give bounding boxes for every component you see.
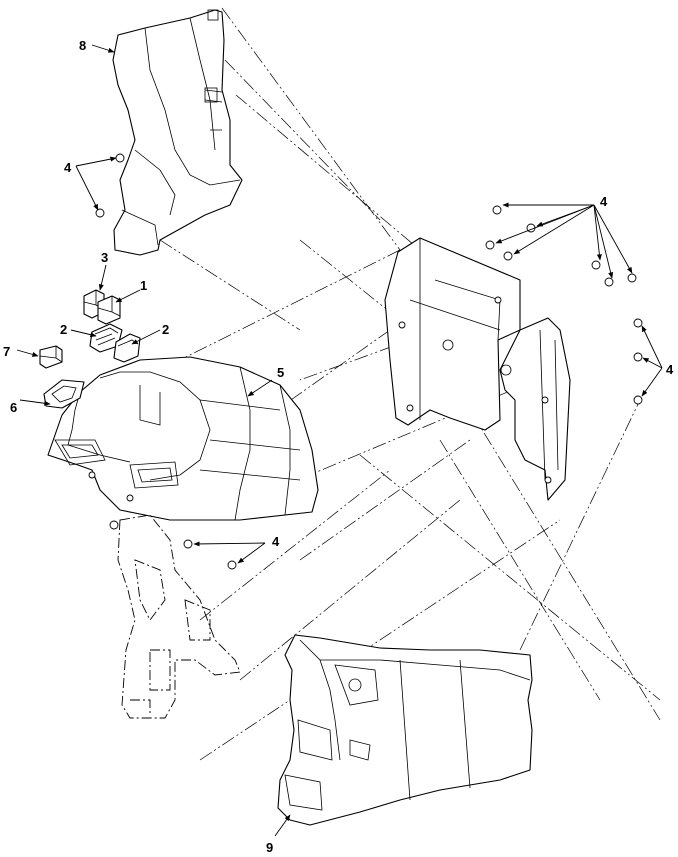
- callout-2-left: 2: [60, 322, 67, 337]
- mounting-plate: [384, 237, 571, 501]
- part-5-dash-console: [47, 356, 319, 521]
- leader-lines: [16, 44, 663, 837]
- callout-4-upper-right: 4: [600, 194, 608, 209]
- callout-2-right: 2: [162, 322, 169, 337]
- callout-labels: 8 4 4 3 1 2 2 7 4 5 6 4 9: [3, 38, 674, 855]
- callout-8: 8: [79, 38, 86, 53]
- callout-9: 9: [266, 840, 273, 855]
- part-9-lower-cover: [277, 634, 533, 826]
- callout-4-lower: 4: [272, 534, 280, 549]
- callout-4-right: 4: [666, 362, 674, 377]
- part-8-upper-cover: [112, 9, 243, 256]
- fasteners: [95, 153, 643, 570]
- switch-parts: [39, 289, 141, 409]
- callout-6: 6: [10, 400, 17, 415]
- callout-5: 5: [277, 365, 284, 380]
- callout-3: 3: [101, 250, 108, 265]
- frame-bracket-phantom: [117, 514, 241, 719]
- callout-1: 1: [140, 278, 147, 293]
- callout-4-upper-left: 4: [64, 160, 72, 175]
- callout-7: 7: [3, 344, 10, 359]
